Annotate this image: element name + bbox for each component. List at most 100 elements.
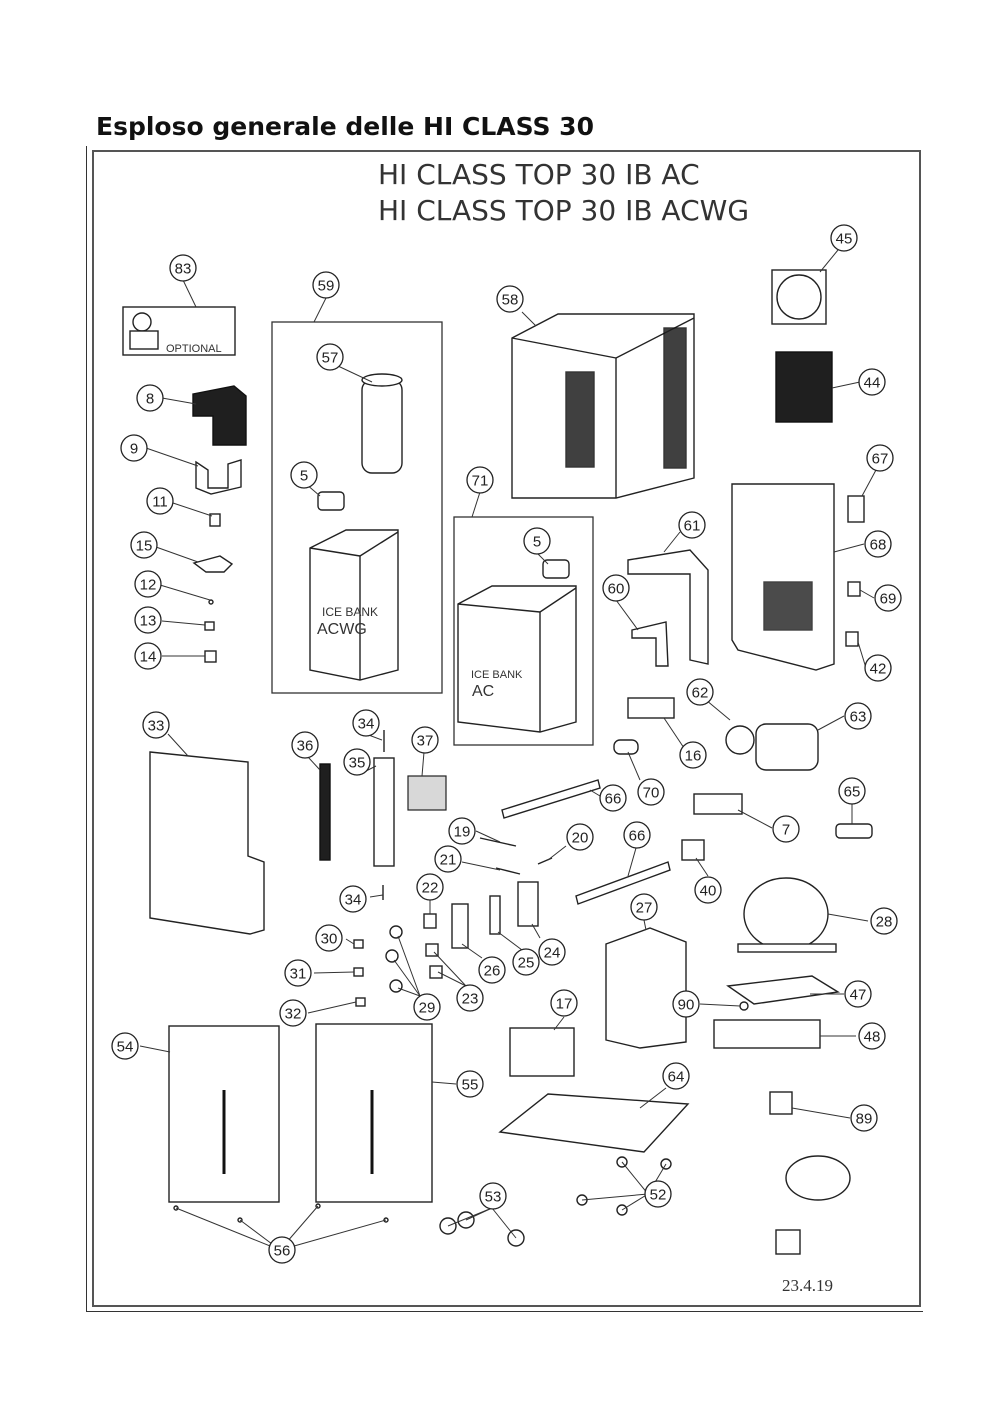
callout-number: 35 — [349, 755, 366, 772]
ice-bank-ac — [457, 585, 577, 733]
callout-number: 31 — [290, 966, 307, 983]
callout-number: 19 — [454, 824, 471, 841]
part-17 — [509, 1027, 575, 1077]
callout-number: 68 — [870, 537, 887, 554]
callout-number: 70 — [643, 785, 660, 802]
part-40 — [681, 839, 705, 861]
callout-26: 26 — [478, 956, 506, 984]
callout-number: 16 — [685, 748, 702, 765]
callout-89: 89 — [850, 1104, 878, 1132]
part-70 — [613, 739, 639, 755]
callout-45: 45 — [830, 224, 858, 252]
callout-11: 11 — [146, 487, 174, 515]
callout-8: 8 — [136, 384, 164, 412]
callout-number: 22 — [422, 880, 439, 897]
callout-5: 5 — [290, 461, 318, 489]
kit-71-box — [453, 516, 594, 746]
callout-number: 25 — [518, 955, 535, 972]
part-16-valves — [627, 697, 675, 719]
part-12 — [208, 599, 214, 605]
callout-number: 27 — [636, 900, 653, 917]
part-5-pump-a — [317, 491, 345, 511]
callout-number: 11 — [152, 494, 168, 511]
part-89-cable — [785, 1155, 851, 1201]
part-36 — [319, 763, 331, 861]
drawing-date: 23.4.19 — [782, 1276, 833, 1295]
callout-37: 37 — [411, 726, 439, 754]
ice-bank-acwg-line1: ICE BANK — [322, 605, 378, 619]
part-63-motor — [755, 723, 819, 771]
callout-42: 42 — [864, 654, 892, 682]
callout-number: 5 — [300, 468, 308, 485]
part-69 — [847, 581, 861, 597]
kit-59-box — [271, 321, 443, 694]
callout-number: 56 — [274, 1243, 291, 1260]
callout-number: 62 — [692, 685, 709, 702]
callout-number: 61 — [684, 518, 701, 535]
part-11 — [209, 513, 221, 527]
callout-68: 68 — [864, 530, 892, 558]
callout-15: 15 — [130, 531, 158, 559]
callout-number: 20 — [572, 830, 589, 847]
part-42 — [845, 631, 859, 647]
part-9-bracket — [195, 459, 242, 495]
callout-22: 22 — [416, 873, 444, 901]
part-23-b — [429, 965, 443, 979]
callout-21: 21 — [434, 845, 462, 873]
part-65 — [835, 823, 873, 839]
callout-35: 35 — [343, 748, 371, 776]
part-58-cabinet — [511, 313, 695, 499]
part-55-panel — [315, 1023, 433, 1203]
callout-number: 33 — [148, 718, 165, 735]
callout-number: 14 — [140, 649, 157, 666]
callout-number: 9 — [130, 441, 138, 458]
part-28-compressor — [743, 877, 829, 951]
callout-16: 16 — [679, 741, 707, 769]
callout-31: 31 — [284, 959, 312, 987]
callout-number: 53 — [485, 1189, 502, 1206]
callout-36: 36 — [291, 731, 319, 759]
model-title-ac: HI CLASS TOP 30 IB AC — [378, 158, 700, 191]
callout-number: 13 — [140, 613, 157, 630]
callout-number: 26 — [484, 963, 501, 980]
callout-12: 12 — [134, 570, 162, 598]
optional-label: OPTIONAL — [166, 343, 222, 355]
callout-44: 44 — [858, 368, 886, 396]
drawing-frame — [92, 150, 921, 1307]
callout-number: 59 — [318, 278, 335, 295]
callout-64: 64 — [662, 1062, 690, 1090]
part-14 — [204, 650, 217, 663]
ice-bank-ac-line2: AC — [472, 683, 494, 700]
part-22 — [423, 913, 437, 929]
callout-number: 15 — [136, 538, 153, 555]
part-66-rail-a — [501, 779, 601, 819]
part-37 — [407, 775, 447, 811]
part-33-panel — [149, 751, 265, 935]
callout-number: 34 — [358, 716, 375, 733]
part-21 — [495, 867, 521, 875]
callout-55: 55 — [456, 1070, 484, 1098]
callout-56: 56 — [268, 1236, 296, 1264]
callout-63: 63 — [844, 702, 872, 730]
part-29-a — [389, 925, 403, 939]
callout-90: 90 — [672, 990, 700, 1018]
part-13 — [204, 621, 215, 631]
callout-number: 48 — [864, 1029, 881, 1046]
callout-number: 52 — [650, 1187, 667, 1204]
part-60 — [631, 621, 669, 667]
callout-30: 30 — [315, 924, 343, 952]
part-67 — [847, 495, 865, 523]
leader-lines — [139, 249, 877, 1251]
callout-number: 65 — [844, 784, 861, 801]
callout-layer: 8359575584544891115121314715676168606942… — [111, 224, 902, 1264]
callout-27: 27 — [630, 893, 658, 921]
callout-24: 24 — [538, 938, 566, 966]
callout-60: 60 — [602, 574, 630, 602]
callout-number: 28 — [876, 914, 893, 931]
callout-71: 71 — [466, 466, 494, 494]
part-35 — [373, 757, 395, 867]
part-5-pump-b — [542, 559, 570, 579]
part-68-panel — [731, 483, 835, 671]
callout-70: 70 — [637, 778, 665, 806]
